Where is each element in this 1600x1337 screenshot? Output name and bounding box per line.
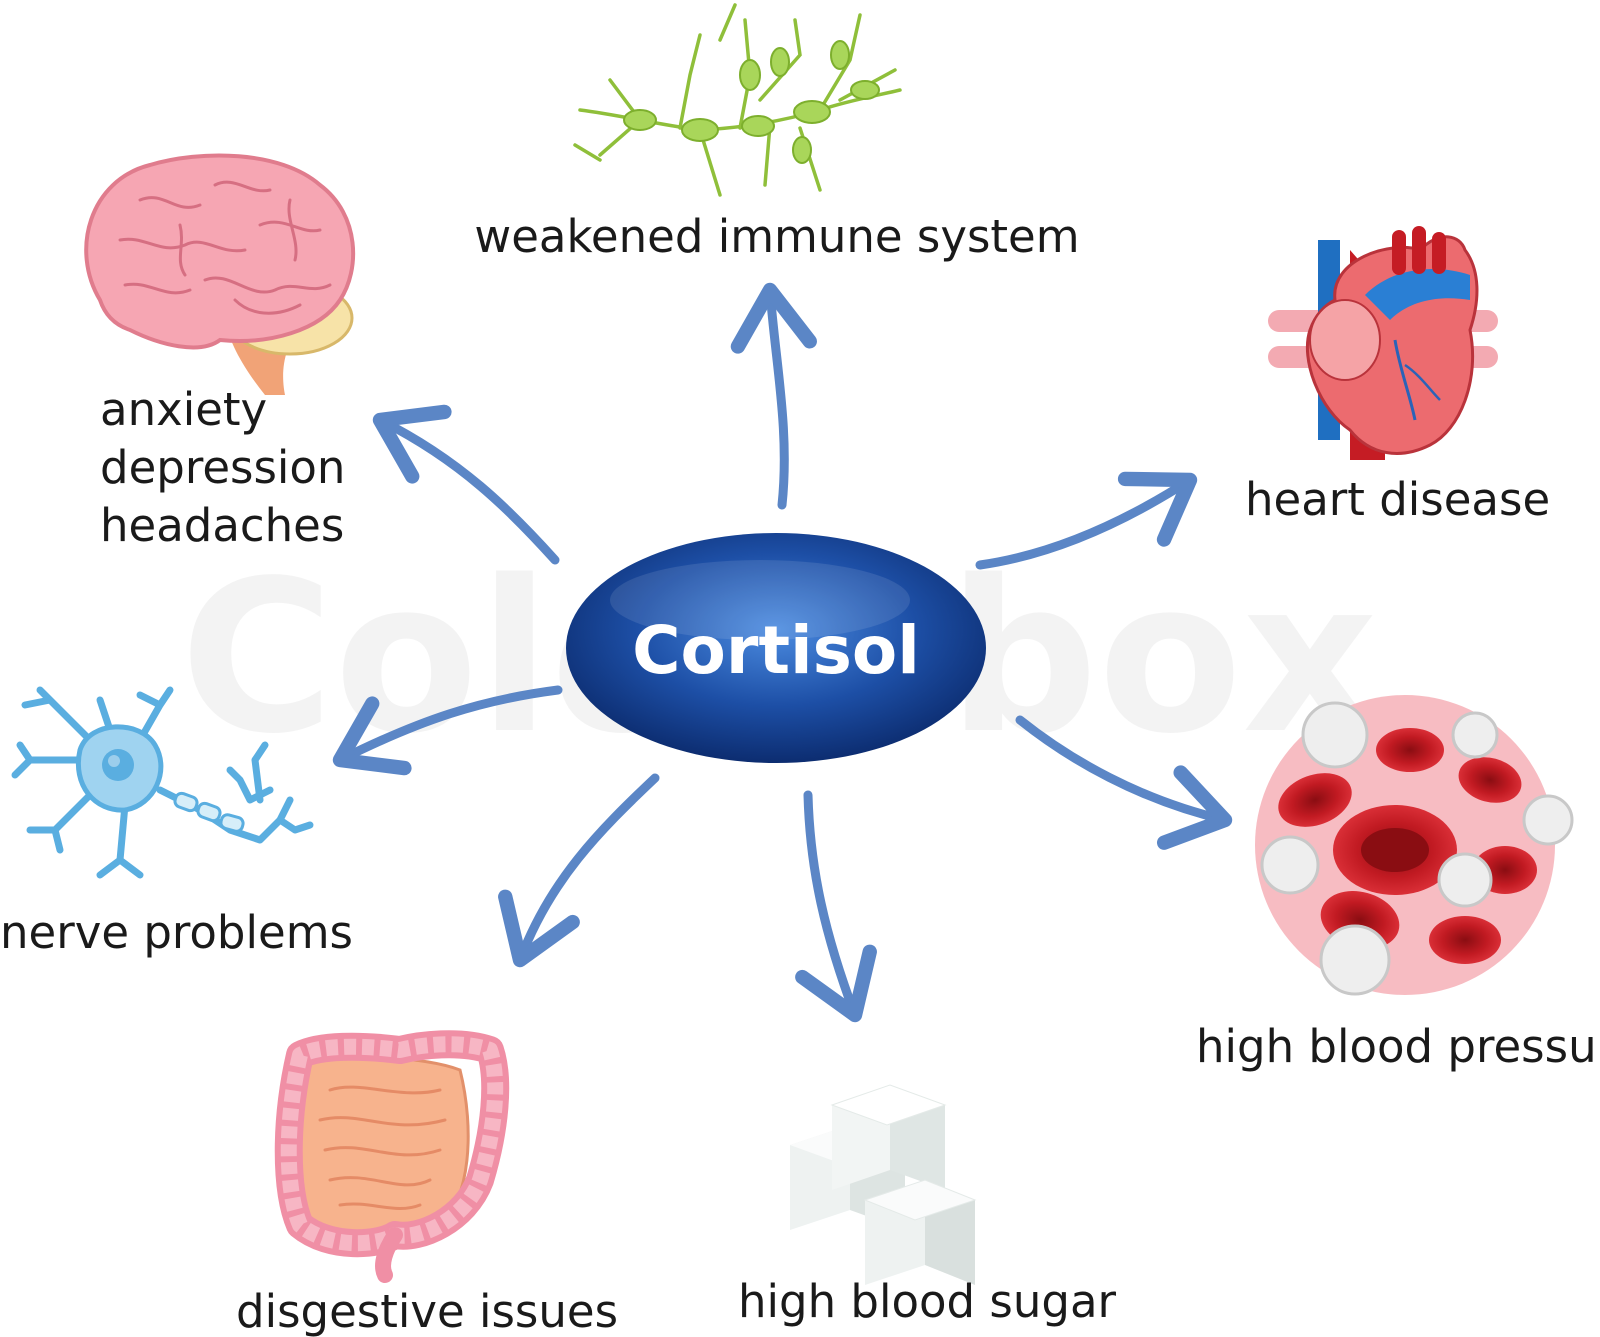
heart-icon <box>1268 226 1498 460</box>
immune-label: weakened immune system <box>474 210 1079 263</box>
cortisol-node: Cortisol <box>566 533 986 763</box>
arrow-to-immune <box>730 282 817 510</box>
arrow-to-sugar <box>795 790 877 1023</box>
arrow-to-nerve <box>332 685 563 776</box>
arrow-to-brain <box>372 404 560 565</box>
brain-icon <box>84 153 356 395</box>
arrow-to-blood-pressure <box>1015 715 1233 850</box>
brain-effect-line: anxiety <box>100 383 267 436</box>
heart-label: heart disease <box>1245 473 1550 526</box>
sugar-label: high blood sugar <box>738 1275 1117 1328</box>
neuron-body <box>76 724 245 833</box>
arrow-to-heart <box>975 471 1198 570</box>
nerve-label: nerve problems <box>0 906 353 959</box>
sugar-cubes-icon <box>790 1084 977 1285</box>
cortisol-label: Cortisol <box>632 612 920 689</box>
blood-pressure-label: high blood pressure <box>1196 1020 1600 1073</box>
digestive-label: disgestive issues <box>236 1285 618 1337</box>
arrow-to-digestive <box>498 773 660 968</box>
brain-effect-line: depression <box>100 441 345 494</box>
brain-effects-label: anxiety depression headaches <box>100 383 345 552</box>
blood-cells-icon <box>1255 695 1574 996</box>
arrows <box>332 282 1233 1023</box>
immune-cell-icon <box>573 3 902 197</box>
intestines-icon <box>274 1030 510 1283</box>
brain-effect-line: headaches <box>100 499 344 552</box>
